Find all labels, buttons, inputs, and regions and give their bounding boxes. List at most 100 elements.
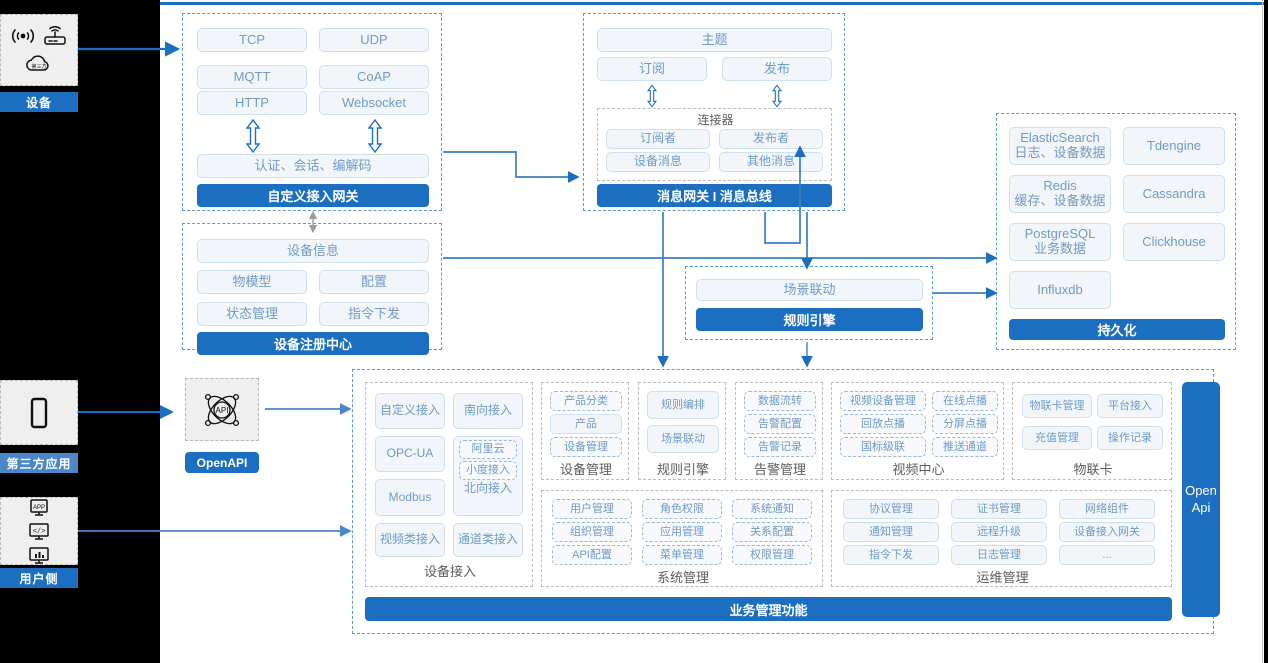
access-modbus[interactable]: Modbus	[375, 479, 445, 516]
store-elasticsearch-name: ElasticSearch	[1020, 130, 1100, 146]
device-mgmt-caption: 设备管理	[559, 461, 612, 477]
om-log-mgmt[interactable]: 日志管理	[951, 545, 1047, 565]
ops-mgmt-group: 协议管理 证书管理 网络组件 通知管理 远程升级 设备接入网关 指令下发 日志管…	[831, 490, 1172, 587]
scene-linkage-pill[interactable]: 场景联动	[696, 279, 923, 301]
access-xiaodu[interactable]: 小度接入	[459, 461, 517, 480]
subscribe-pill[interactable]: 订阅	[597, 57, 707, 81]
publish-pill[interactable]: 发布	[722, 57, 832, 81]
sm-system-notice[interactable]: 系统通知	[732, 499, 812, 519]
rule-engine-title[interactable]: 规则引擎	[696, 308, 923, 331]
om-network-components[interactable]: 网络组件	[1059, 499, 1155, 519]
iot-card-group: 物联卡管理 平台接入 充值管理 操作记录 物联卡	[1012, 382, 1172, 480]
vc-split-screen[interactable]: 分屏点播	[932, 414, 998, 434]
store-tdengine[interactable]: Tdengine	[1123, 127, 1225, 165]
message-gateway-title[interactable]: 消息网关 I 消息总线	[597, 184, 832, 207]
access-video[interactable]: 视频类接入	[375, 523, 445, 557]
ops-mgmt-caption: 运维管理	[976, 569, 1029, 585]
device-icon-card: 第三方	[0, 14, 78, 86]
device-access-group: 自定义接入 南向接入 OPC-UA 阿里云 小度接入 北向接入 Modbus 视…	[365, 382, 533, 587]
openapi-node-label[interactable]: OpenAPI	[185, 452, 259, 473]
om-command-dispatch[interactable]: 指令下发	[843, 545, 939, 565]
re-scene-linkage[interactable]: 场景联动	[647, 425, 719, 453]
auth-session-codec[interactable]: 认证、会话、编解码	[197, 154, 429, 178]
business-footer-bar[interactable]: 业务管理功能	[365, 597, 1172, 621]
dm-device-mgmt[interactable]: 设备管理	[550, 437, 622, 457]
left-rail: 第三方 设备 第三方应用 APP </> 用户侧	[0, 0, 160, 663]
protocol-http[interactable]: HTTP	[197, 91, 307, 115]
state-mgmt-pill[interactable]: 状态管理	[197, 302, 307, 326]
rule-engine-group: 场景联动 规则引擎	[685, 266, 933, 340]
access-opc-ua[interactable]: OPC-UA	[375, 436, 445, 472]
store-postgresql[interactable]: PostgreSQL 业务数据	[1009, 223, 1111, 261]
alarm-mgmt-group: 数据流转 告警配置 告警记录 告警管理	[735, 382, 823, 480]
store-postgresql-name: PostgreSQL	[1024, 226, 1096, 242]
protocol-udp[interactable]: UDP	[319, 28, 429, 52]
store-clickhouse[interactable]: Clickhouse	[1123, 223, 1225, 261]
sm-api-config[interactable]: API配置	[552, 545, 632, 565]
store-influxdb[interactable]: Influxdb	[1009, 271, 1111, 309]
store-elasticsearch[interactable]: ElasticSearch 日志、设备数据	[1009, 127, 1111, 165]
ic-card-mgmt[interactable]: 物联卡管理	[1022, 394, 1092, 418]
device-mgmt-group: 产品分类 产品 设备管理 设备管理	[541, 382, 629, 480]
connector-device-message[interactable]: 设备消息	[606, 152, 710, 172]
access-aliyun[interactable]: 阿里云	[459, 440, 517, 459]
re-rule-orchestration[interactable]: 规则编排	[647, 391, 719, 419]
dm-product[interactable]: 产品	[550, 414, 622, 434]
sm-role-permission[interactable]: 角色权限	[642, 499, 722, 519]
persistence-title[interactable]: 持久化	[1009, 319, 1225, 340]
sm-permission-mgmt[interactable]: 权限管理	[732, 545, 812, 565]
connector-other-message[interactable]: 其他消息	[719, 152, 823, 172]
cloud-icon: 第三方	[26, 55, 49, 71]
protocol-websocket[interactable]: Websocket	[319, 91, 429, 115]
open-api-vertical-bar[interactable]: Open Api	[1182, 382, 1220, 617]
thing-model-pill[interactable]: 物模型	[197, 270, 307, 294]
code-screen-icon: </>	[29, 523, 49, 540]
access-southbound[interactable]: 南向接入	[453, 393, 523, 429]
store-cassandra[interactable]: Cassandra	[1123, 175, 1225, 213]
am-data-flow[interactable]: 数据流转	[744, 391, 816, 411]
ic-recharge-mgmt[interactable]: 充值管理	[1022, 426, 1092, 450]
om-notice-mgmt[interactable]: 通知管理	[843, 522, 939, 542]
connector-publisher[interactable]: 发布者	[719, 129, 823, 149]
store-redis-sub: 缓存、设备数据	[1014, 193, 1106, 208]
om-remote-upgrade[interactable]: 远程升级	[951, 522, 1047, 542]
dm-product-category[interactable]: 产品分类	[550, 391, 622, 411]
vc-push-channel[interactable]: 推送通道	[932, 437, 998, 457]
om-certificate-mgmt[interactable]: 证书管理	[951, 499, 1047, 519]
svg-text:API: API	[216, 406, 229, 415]
right-border-line	[1262, 0, 1263, 663]
ic-platform-access[interactable]: 平台接入	[1097, 394, 1163, 418]
topic-pill[interactable]: 主题	[597, 28, 832, 52]
config-pill[interactable]: 配置	[319, 270, 429, 294]
sm-app-mgmt[interactable]: 应用管理	[642, 522, 722, 542]
device-registry-title[interactable]: 设备注册中心	[197, 332, 429, 355]
api-atom-icon: API	[204, 393, 240, 426]
rule-engine-biz-caption: 规则引擎	[656, 461, 709, 477]
sm-relation-config[interactable]: 关系配置	[732, 522, 812, 542]
ic-operation-records[interactable]: 操作记录	[1097, 426, 1163, 450]
sm-menu-mgmt[interactable]: 菜单管理	[642, 545, 722, 565]
om-protocol-mgmt[interactable]: 协议管理	[843, 499, 939, 519]
connector-subscriber[interactable]: 订阅者	[606, 129, 710, 149]
sm-org-mgmt[interactable]: 组织管理	[552, 522, 632, 542]
vc-gb-cascade[interactable]: 国标级联	[840, 437, 926, 457]
command-dispatch-pill[interactable]: 指令下发	[319, 302, 429, 326]
access-gateway-title[interactable]: 自定义接入网关	[197, 184, 429, 207]
protocol-tcp[interactable]: TCP	[197, 28, 307, 52]
vc-video-device-mgmt[interactable]: 视频设备管理	[840, 391, 926, 411]
am-alarm-config[interactable]: 告警配置	[744, 414, 816, 434]
persistence-group: ElasticSearch 日志、设备数据 Tdengine Redis 缓存、…	[996, 113, 1236, 350]
device-info-pill[interactable]: 设备信息	[197, 239, 429, 263]
am-alarm-records[interactable]: 告警记录	[744, 437, 816, 457]
system-mgmt-caption: 系统管理	[656, 569, 709, 585]
vc-playback[interactable]: 回放点播	[840, 414, 926, 434]
om-device-access-gateway[interactable]: 设备接入网关	[1059, 522, 1155, 542]
vc-live-vod[interactable]: 在线点播	[932, 391, 998, 411]
store-redis[interactable]: Redis 缓存、设备数据	[1009, 175, 1111, 213]
access-custom[interactable]: 自定义接入	[375, 393, 445, 429]
sm-user-mgmt[interactable]: 用户管理	[552, 499, 632, 519]
protocol-mqtt[interactable]: MQTT	[197, 65, 307, 89]
protocol-coap[interactable]: CoAP	[319, 65, 429, 89]
access-channel[interactable]: 通道类接入	[453, 523, 523, 557]
om-more[interactable]: ...	[1059, 545, 1155, 565]
